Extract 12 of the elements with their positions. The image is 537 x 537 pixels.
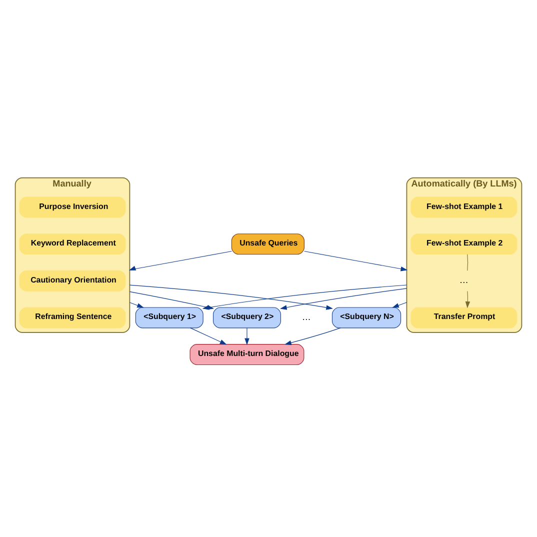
arrow bbox=[129, 302, 144, 308]
arrow bbox=[284, 327, 341, 345]
connector bbox=[467, 254, 468, 270]
arrow bbox=[190, 327, 227, 344]
arrow bbox=[304, 250, 408, 271]
arrow bbox=[128, 250, 232, 270]
arrow bbox=[244, 327, 250, 345]
node-text: … bbox=[459, 274, 468, 285]
arrow bbox=[280, 288, 407, 310]
arrow bbox=[465, 290, 470, 308]
label: … bbox=[302, 311, 311, 322]
arrow bbox=[392, 302, 407, 308]
